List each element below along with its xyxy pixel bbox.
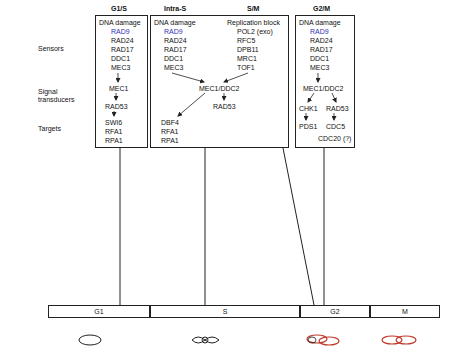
protein-name: RPA1 xyxy=(105,137,123,145)
protein-name: RFA1 xyxy=(161,128,179,136)
protein-name: RAD17 xyxy=(164,46,187,54)
protein-name: RAD9 xyxy=(111,28,130,36)
protein-name: MEC1/DDC2 xyxy=(303,85,343,93)
protein-name: RAD17 xyxy=(111,46,134,54)
protein-name: MEC3 xyxy=(111,64,130,72)
protein-name: DNA damage xyxy=(299,19,341,27)
protein-name: S/M xyxy=(247,5,259,13)
protein-name: MEC3 xyxy=(310,64,329,72)
protein-name: RAD53 xyxy=(105,103,128,111)
protein-name: PDS1 xyxy=(299,123,317,131)
protein-name: DDC1 xyxy=(310,55,329,63)
phase-cell: G2 xyxy=(300,305,370,318)
phase-cell: S xyxy=(150,305,300,318)
phase-connector xyxy=(324,148,325,305)
phase-label: G2 xyxy=(301,308,369,316)
protein-name: CHK1 xyxy=(299,105,318,113)
protein-name: TOF1 xyxy=(237,64,255,72)
protein-name: DPB11 xyxy=(237,46,259,54)
phase-label: S xyxy=(151,308,299,316)
protein-name: RAD9 xyxy=(310,28,329,36)
checkpoint-box: G2/MDNA damageRAD9RAD24RAD17DDC1MEC3MEC1… xyxy=(295,15,355,148)
phase-cell: M xyxy=(370,305,440,318)
phase-connector xyxy=(283,148,314,305)
protein-name: Replication block xyxy=(227,19,280,27)
protein-name: RAD24 xyxy=(310,37,333,45)
protein-name: RAD24 xyxy=(164,37,187,45)
phase-label: G1 xyxy=(49,308,149,316)
protein-name: DNA damage xyxy=(99,19,141,27)
protein-name: MEC1 xyxy=(109,85,128,93)
checkpoint-box: Intra-SS/MDNA damageRAD9RAD24RAD17DDC1ME… xyxy=(150,15,289,148)
protein-name: SWI6 xyxy=(105,119,122,127)
protein-name: Intra-S xyxy=(164,5,186,13)
protein-name: DDC1 xyxy=(164,55,183,63)
protein-name: RAD53 xyxy=(213,103,236,111)
protein-name: DDC1 xyxy=(111,55,130,63)
protein-name: POL2 (exo) xyxy=(237,28,273,36)
phase-cell: G1 xyxy=(48,305,150,318)
row-label: Sensors xyxy=(38,45,88,53)
protein-name: MEC1/DDC2 xyxy=(199,85,239,93)
protein-name: RAD24 xyxy=(111,37,134,45)
protein-name: RAD53 xyxy=(326,105,349,113)
row-label: Signal transducers xyxy=(38,88,88,104)
checkpoint-box: G1/SDNA damageRAD9RAD24RAD17DDC1MEC3MEC1… xyxy=(95,15,148,148)
protein-name: RAD17 xyxy=(310,46,333,54)
protein-name: MEC3 xyxy=(164,64,183,72)
phase-connector xyxy=(120,148,121,305)
row-label: Targets xyxy=(38,125,88,133)
protein-name: RFA1 xyxy=(105,128,123,136)
protein-name: DNA damage xyxy=(154,19,196,27)
protein-name: G2/M xyxy=(313,5,330,13)
phase-label: M xyxy=(371,308,439,316)
protein-name: G1/S xyxy=(111,5,127,13)
protein-name: CDC20 (?) xyxy=(318,135,351,143)
protein-name: RAD9 xyxy=(164,28,183,36)
protein-name: RPA1 xyxy=(161,137,179,145)
protein-name: CDC5 xyxy=(326,123,345,131)
phase-connector xyxy=(205,148,206,305)
protein-name: MRC1 xyxy=(237,55,257,63)
protein-name: DBF4 xyxy=(161,119,179,127)
protein-name: RFC5 xyxy=(237,37,255,45)
